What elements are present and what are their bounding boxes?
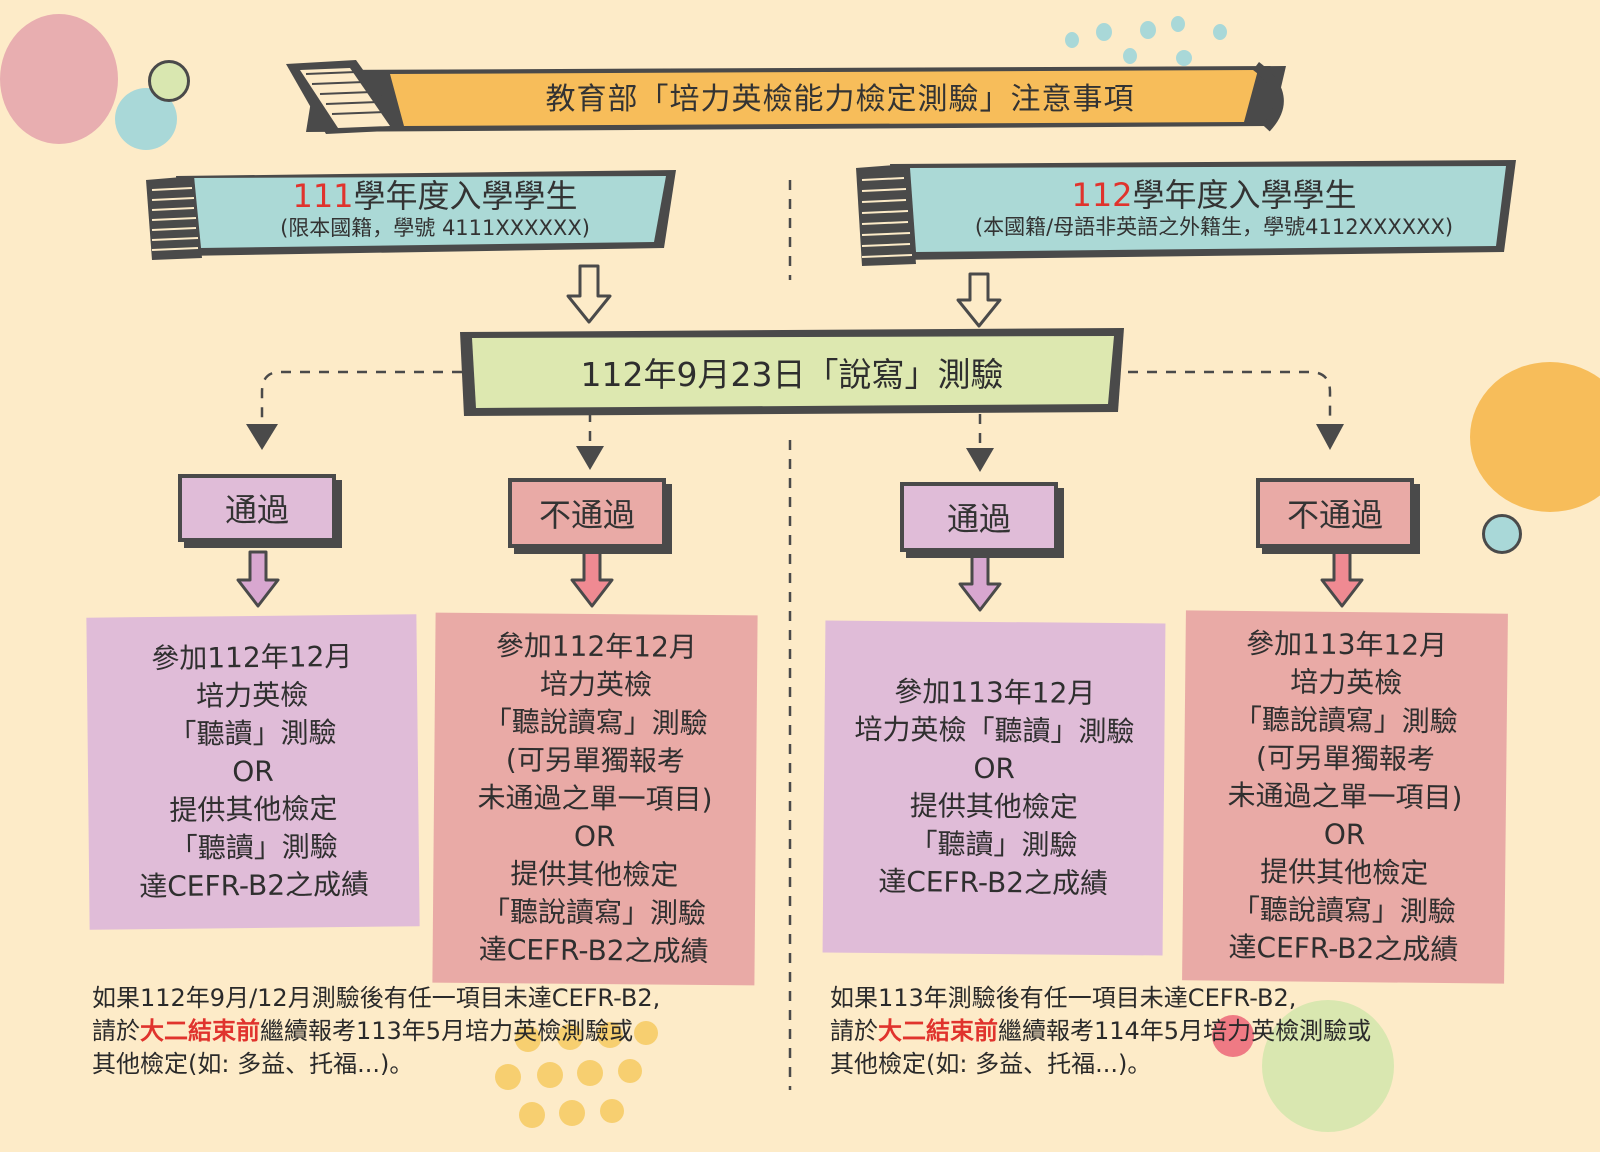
card-line: 參加113年12月 — [894, 675, 1096, 710]
card-line: 「聽說讀寫」測驗 — [483, 705, 708, 740]
arrowhead-right-pass — [966, 448, 994, 472]
arrow-left-fail — [570, 550, 614, 608]
card-line: OR — [232, 754, 274, 789]
deco-circle-pink — [0, 14, 118, 144]
card-line: 達CEFR-B2之成績 — [1228, 930, 1459, 967]
hollow-arrow-right — [956, 272, 1002, 328]
result-left-pass: 通過 — [178, 474, 336, 542]
card-line: 達CEFR-B2之成績 — [139, 867, 370, 904]
connector-right-fail — [1128, 370, 1332, 420]
card-line: OR — [973, 751, 1016, 786]
left-header: 111學年度入學學生 (限本國籍，學號 4111XXXXXX) — [200, 172, 670, 248]
card-line: (可另單獨報考 — [1255, 741, 1436, 776]
card-line: 達CEFR-B2之成績 — [878, 864, 1109, 900]
note-right-line1: 如果113年測驗後有任一項目未達CEFR-B2, — [830, 984, 1297, 1012]
arrow-right-pass — [958, 554, 1002, 612]
card-line: 培力英檢 — [539, 667, 653, 702]
card-line: OR — [1323, 817, 1366, 852]
card-line: 培力英檢 — [1290, 665, 1403, 700]
right-header-year: 112 — [1071, 176, 1133, 215]
card-line: 提供其他檢定 — [1260, 855, 1429, 890]
note-left-line1: 如果112年9月/12月測驗後有任一項目未達CEFR-B2, — [92, 984, 661, 1012]
left-header-title: 111學年度入學學生 — [292, 178, 577, 215]
left-header-subtitle: (限本國籍，學號 4111XXXXXX) — [280, 216, 590, 241]
right-header-title: 112學年度入學學生 — [1071, 177, 1356, 214]
card-line: 提供其他檢定 — [510, 857, 679, 892]
card-line: 「聽讀」測驗 — [168, 716, 337, 751]
deco-dots-yellow — [495, 1021, 658, 1128]
left-header-shape — [146, 170, 676, 260]
card-line: 參加113年12月 — [1245, 626, 1448, 663]
note-left-line2-post: 繼續報考113年5月培力英檢測驗或 — [260, 1017, 634, 1045]
note-right-highlight: 大二結束前 — [878, 1017, 998, 1045]
note-left-line3: 其他檢定(如: 多益、托福...)。 — [92, 1050, 414, 1078]
exam-box-shape — [460, 328, 1124, 416]
result-left-fail: 不通過 — [508, 478, 666, 548]
deco-circle-small-teal — [1482, 514, 1522, 554]
card-line: 提供其他檢定 — [909, 789, 1078, 824]
note-right-line2-post: 繼續報考114年5月培力英檢測驗或 — [998, 1017, 1372, 1045]
note-right-line3: 其他檢定(如: 多益、托福...)。 — [830, 1050, 1152, 1078]
arrow-left-pass — [236, 550, 280, 608]
note-left: 如果112年9月/12月測驗後有任一項目未達CEFR-B2, 請於大二結束前繼續… — [92, 982, 792, 1081]
card-line: 參加112年12月 — [151, 639, 353, 676]
result-right-fail: 不通過 — [1256, 478, 1414, 548]
right-header-title-rest: 學年度入學學生 — [1132, 176, 1357, 215]
arrowhead-left-fail — [576, 446, 604, 470]
arrow-right-fail — [1320, 550, 1364, 608]
note-left-highlight: 大二結束前 — [140, 1017, 260, 1045]
right-header-shape — [856, 160, 1516, 266]
note-left-line2-pre: 請於 — [92, 1017, 140, 1045]
left-header-title-rest: 學年度入學學生 — [353, 177, 578, 216]
deco-circle-orange — [1470, 362, 1600, 512]
title-banner-shape — [286, 60, 1286, 134]
card-line: 參加112年12月 — [495, 629, 698, 664]
card-line: 「聽讀」測驗 — [169, 830, 338, 865]
arrowhead-right-fail — [1316, 424, 1344, 450]
card-line: 「聽讀」測驗 — [909, 827, 1078, 862]
hollow-arrow-left — [566, 264, 612, 324]
card-line: 「聽說讀寫」測驗 — [481, 895, 707, 930]
right-header-subtitle: (本國籍/母語非英語之外籍生，學號4112XXXXXX) — [974, 215, 1454, 240]
result-right-pass: 通過 — [900, 482, 1058, 552]
card-line: 達CEFR-B2之成績 — [478, 932, 709, 968]
card-line: 未通過之單一項目) — [477, 780, 713, 817]
note-right-line2-pre: 請於 — [830, 1017, 878, 1045]
card-line: 培力英檢「聽讀」測驗 — [854, 712, 1135, 749]
card-line: OR — [573, 819, 616, 854]
deco-circle-green — [1262, 1000, 1394, 1132]
page-title: 教育部「培力英檢能力檢定測驗」注意事項 — [545, 82, 1135, 117]
arrowhead-left-pass — [246, 424, 278, 450]
card-line: 培力英檢 — [196, 678, 309, 713]
deco-circle-lime — [148, 60, 190, 102]
card-line: 「聽說讀寫」測驗 — [1231, 892, 1456, 929]
note-right: 如果113年測驗後有任一項目未達CEFR-B2, 請於大二結束前繼續報考114年… — [830, 982, 1530, 1081]
left-header-year: 111 — [292, 177, 354, 216]
note-left-line2: 請於大二結束前繼續報考113年5月培力英檢測驗或 — [92, 1015, 792, 1048]
exam-label: 112年9月23日「說寫」測驗 — [580, 355, 1004, 394]
card-line: 未通過之單一項目) — [1227, 778, 1463, 815]
connector-left-pass — [260, 370, 462, 420]
card-line: (可另單獨報考 — [505, 743, 685, 778]
right-header: 112學年度入學學生 (本國籍/母語非英語之外籍生，學號4112XXXXXX) — [914, 166, 1514, 252]
note-right-line2: 請於大二結束前繼續報考114年5月培力英檢測驗或 — [830, 1015, 1530, 1048]
card-line: 提供其他檢定 — [169, 792, 338, 827]
card-line: 「聽說讀寫」測驗 — [1233, 702, 1458, 739]
deco-circle-red — [1212, 1015, 1254, 1057]
